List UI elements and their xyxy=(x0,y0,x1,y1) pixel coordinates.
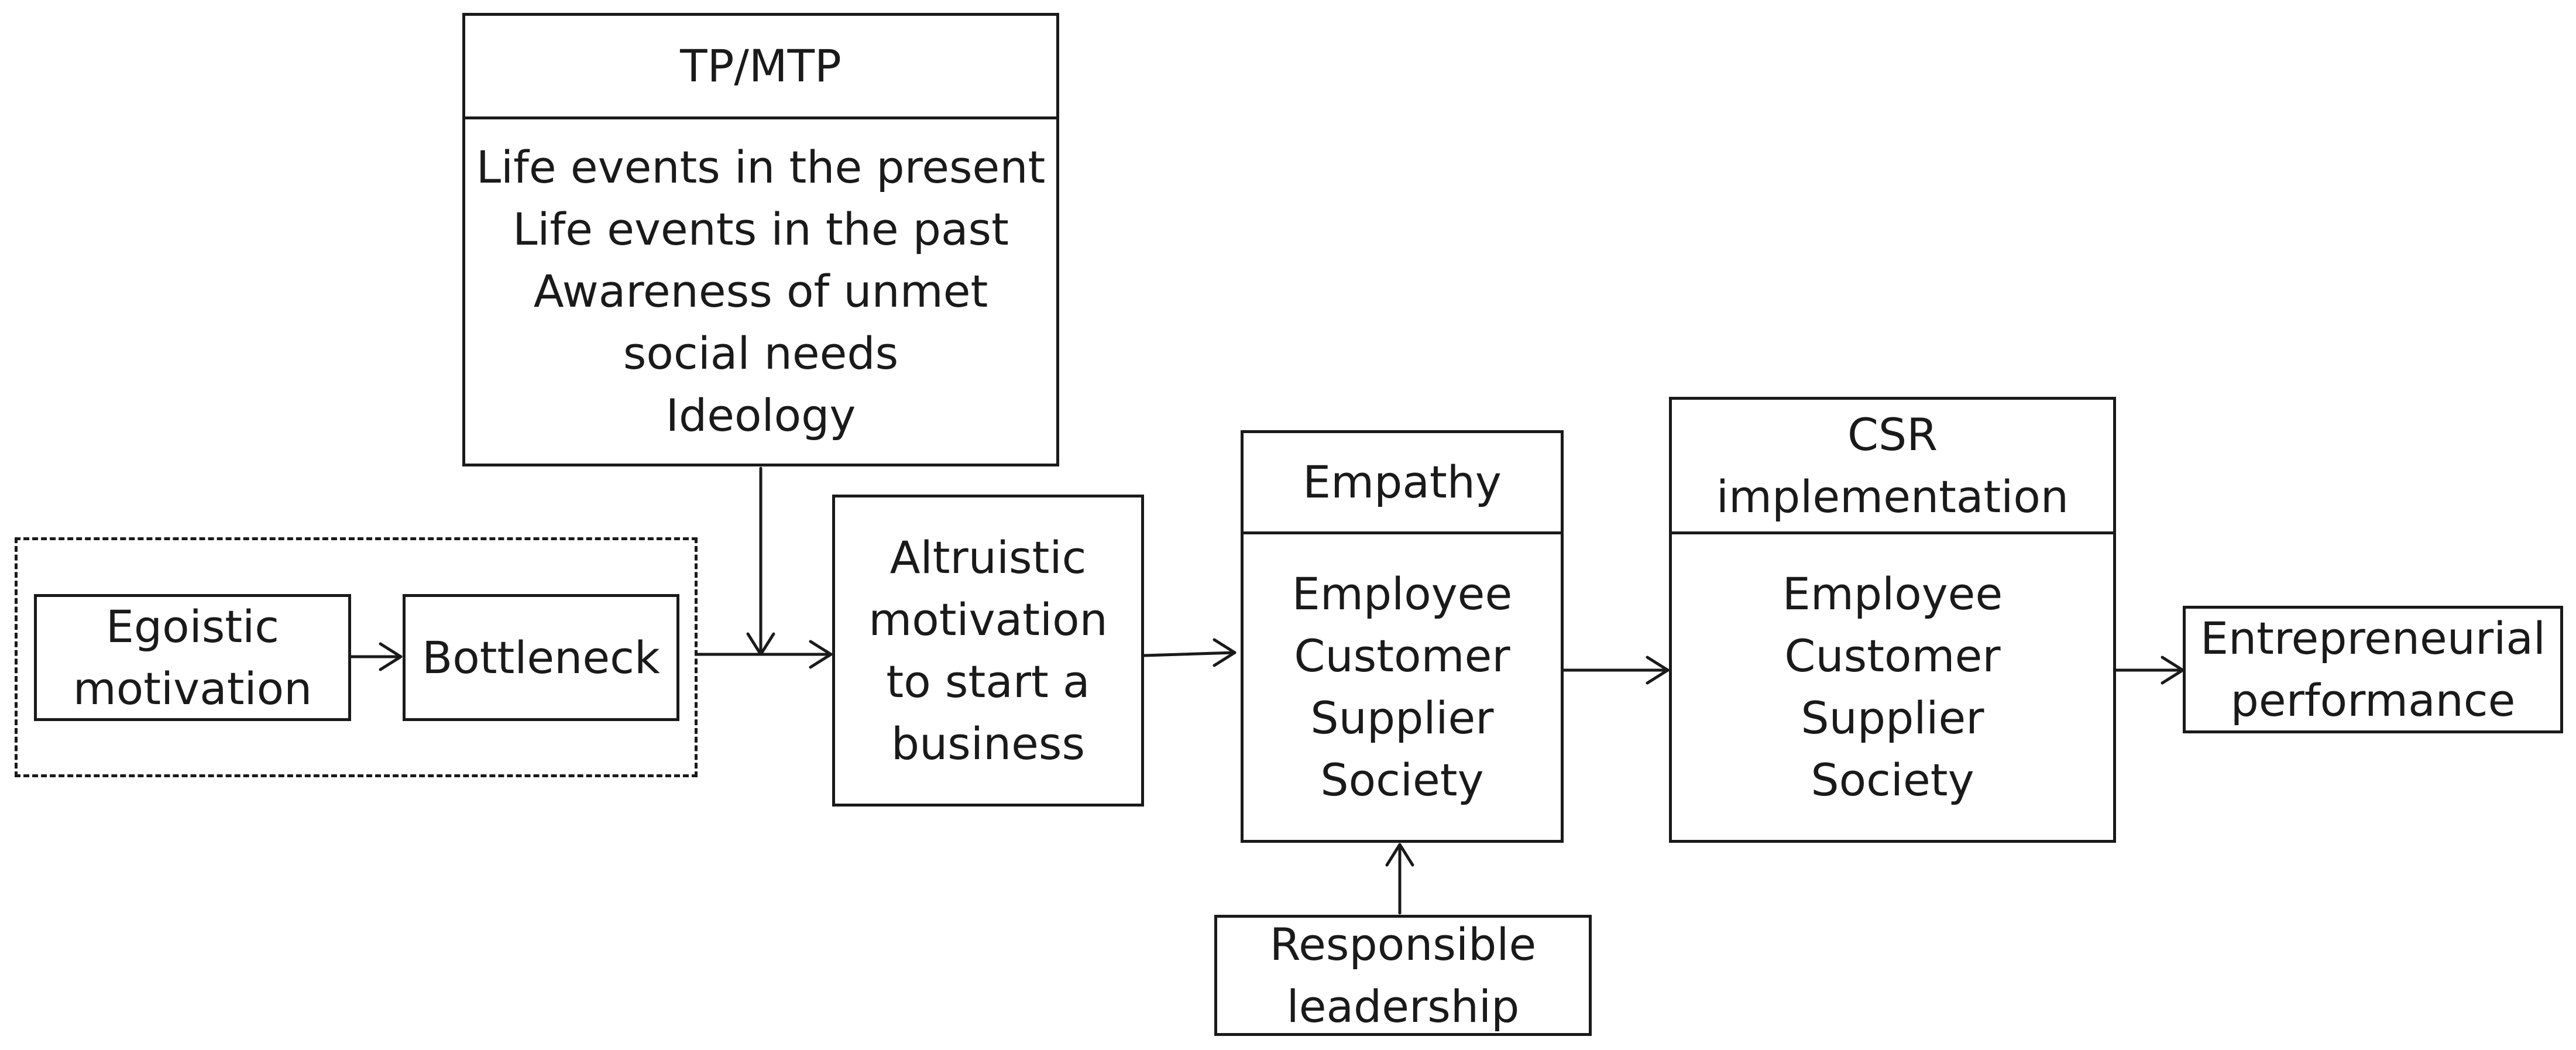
tp-mtp-item: Life events in the past xyxy=(513,203,1009,255)
edge-empathy-to-csr xyxy=(1562,656,1670,685)
altruistic-motivation-box: Altruistic motivation to start a busines… xyxy=(832,495,1144,807)
tp-mtp-item: Life events in the present xyxy=(476,141,1046,193)
egoistic-motivation-box: Egoistic motivation xyxy=(34,594,351,721)
csr-body: Employee Customer Supplier Society xyxy=(1672,534,2113,840)
tp-mtp-box: TP/MTP Life events in the present Life e… xyxy=(462,13,1059,466)
altruistic-motivation-label: Altruistic motivation to start a busines… xyxy=(868,531,1108,770)
egoistic-motivation-label: Egoistic motivation xyxy=(73,600,312,715)
edge-group-to-altruistic xyxy=(696,640,833,669)
csr-item: Employee xyxy=(1782,568,2003,620)
edge-csr-to-performance xyxy=(2114,656,2185,685)
edge-tpmtp-to-altruistic xyxy=(746,466,775,656)
empathy-box: Empathy Employee Customer Supplier Socie… xyxy=(1241,430,1564,843)
bottleneck-label: Bottleneck xyxy=(422,631,660,684)
tp-mtp-header: TP/MTP xyxy=(465,16,1056,119)
empathy-item: Employee xyxy=(1292,568,1513,620)
tp-mtp-item: Awareness of unmet xyxy=(533,265,988,317)
egoistic-bottleneck-group xyxy=(15,537,698,777)
entrepreneurial-performance-box: Entrepreneurial performance xyxy=(2183,606,2563,733)
csr-item: Customer xyxy=(1784,630,2001,682)
empathy-item: Society xyxy=(1320,754,1484,806)
edge-altruistic-to-empathy xyxy=(1142,638,1237,667)
responsible-leadership-label: Responsible leadership xyxy=(1269,918,1537,1032)
empathy-title: Empathy xyxy=(1303,456,1502,508)
entrepreneurial-performance-label: Entrepreneurial performance xyxy=(2200,612,2546,726)
csr-implementation-box: CSR implementation Employee Customer Sup… xyxy=(1669,397,2116,843)
csr-item: Society xyxy=(1811,754,1974,806)
empathy-body: Employee Customer Supplier Society xyxy=(1244,534,1561,840)
edge-egoistic-to-bottleneck xyxy=(349,642,403,671)
empathy-item: Customer xyxy=(1294,630,1510,682)
csr-title: CSR implementation xyxy=(1716,408,2069,523)
tp-mtp-item: social needs xyxy=(623,327,899,379)
edge-responsible-to-empathy xyxy=(1385,843,1414,915)
responsible-leadership-box: Responsible leadership xyxy=(1214,915,1592,1036)
tp-mtp-item: Ideology xyxy=(665,389,856,441)
bottleneck-box: Bottleneck xyxy=(403,594,679,721)
empathy-header: Empathy xyxy=(1244,433,1561,534)
csr-item: Supplier xyxy=(1801,692,1984,744)
tp-mtp-body: Life events in the present Life events i… xyxy=(465,119,1056,464)
csr-header: CSR implementation xyxy=(1672,400,2113,534)
tp-mtp-title: TP/MTP xyxy=(680,40,842,92)
empathy-item: Supplier xyxy=(1310,692,1494,744)
